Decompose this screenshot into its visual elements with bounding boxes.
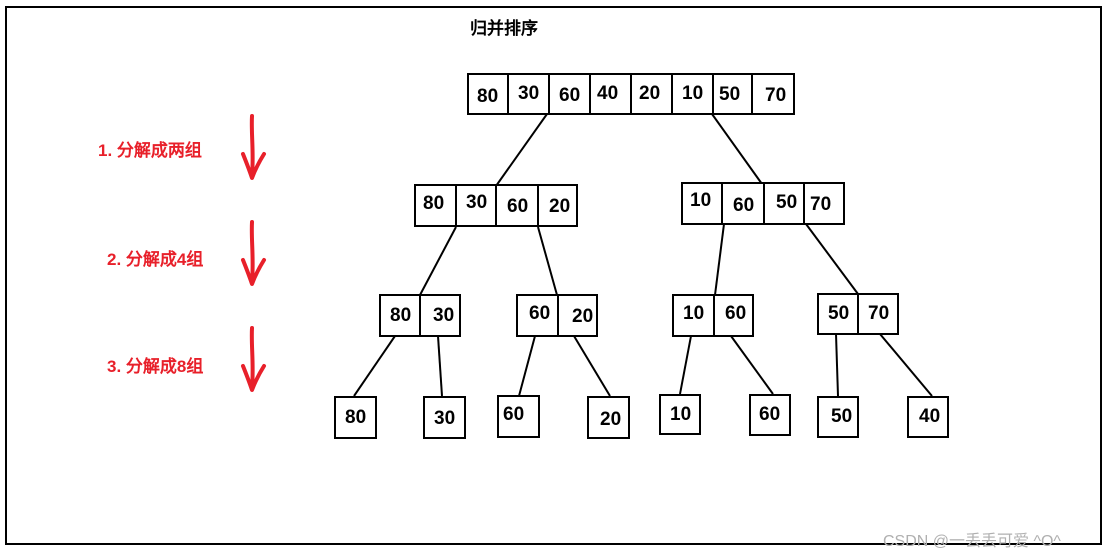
array-cell: 50 <box>831 406 853 427</box>
array-cell: 40 <box>919 406 941 427</box>
array-cell: 50 <box>719 84 741 105</box>
array-node: 60 <box>497 395 540 438</box>
cell-divider <box>712 75 714 113</box>
step-label-1: 1. 分解成两组 <box>98 141 202 160</box>
down-arrow-icon <box>241 326 266 392</box>
cell-divider <box>557 296 559 335</box>
array-cell: 20 <box>600 409 622 430</box>
array-node: 80 30 60 20 <box>414 184 578 227</box>
array-cell: 60 <box>725 303 747 324</box>
array-node: 50 <box>817 396 859 438</box>
cell-divider <box>419 296 421 335</box>
array-node: 10 60 <box>672 294 754 337</box>
cell-divider <box>548 75 550 113</box>
array-cell: 60 <box>503 404 525 425</box>
array-cell: 70 <box>810 194 832 215</box>
array-node: 20 <box>587 396 630 439</box>
array-cell: 50 <box>828 303 850 324</box>
array-cell: 60 <box>759 404 781 425</box>
array-cell: 60 <box>507 196 529 217</box>
array-cell: 10 <box>683 303 705 324</box>
array-cell: 70 <box>765 85 787 106</box>
array-cell: 30 <box>434 408 456 429</box>
array-cell: 80 <box>477 86 499 107</box>
array-node: 10 <box>659 394 701 435</box>
cell-divider <box>630 75 632 113</box>
array-node: 80 <box>334 396 377 439</box>
array-cell: 70 <box>868 303 890 324</box>
cell-divider <box>537 186 539 225</box>
cell-divider <box>751 75 753 113</box>
array-cell: 80 <box>390 305 412 326</box>
step-label-3: 3. 分解成8组 <box>107 357 204 376</box>
array-node: 30 <box>423 396 466 439</box>
array-cell: 10 <box>690 190 712 211</box>
cell-divider <box>803 184 805 223</box>
cell-divider <box>507 75 509 113</box>
cell-divider <box>857 295 859 333</box>
array-cell: 10 <box>682 83 704 104</box>
array-node: 80 30 60 40 20 10 50 70 <box>467 73 795 115</box>
watermark: CSDN @一丢丢可爱 ^O^ <box>883 533 1061 550</box>
down-arrow-icon <box>241 220 266 286</box>
step-label-2: 2. 分解成4组 <box>107 250 204 269</box>
array-cell: 40 <box>597 83 619 104</box>
array-cell: 20 <box>639 83 661 104</box>
down-arrow-icon <box>241 114 266 180</box>
array-node: 10 60 50 70 <box>681 182 845 225</box>
cell-divider <box>721 184 723 223</box>
array-cell: 80 <box>345 407 367 428</box>
array-cell: 80 <box>423 193 445 214</box>
array-cell: 50 <box>776 192 798 213</box>
array-cell: 30 <box>466 192 488 213</box>
cell-divider <box>713 296 715 335</box>
array-cell: 60 <box>529 303 551 324</box>
array-cell: 60 <box>733 195 755 216</box>
array-cell: 20 <box>549 196 571 217</box>
array-node: 40 <box>907 396 949 438</box>
array-cell: 30 <box>518 83 540 104</box>
array-cell: 60 <box>559 85 581 106</box>
cell-divider <box>763 184 765 223</box>
cell-divider <box>671 75 673 113</box>
cell-divider <box>455 186 457 225</box>
array-node: 50 70 <box>817 293 899 335</box>
array-node: 60 <box>749 394 791 436</box>
array-cell: 30 <box>433 305 455 326</box>
array-node: 60 20 <box>516 294 598 337</box>
array-node: 80 30 <box>379 294 461 337</box>
array-cell: 10 <box>670 404 692 425</box>
diagram-frame <box>5 6 1102 545</box>
array-cell: 20 <box>572 306 594 327</box>
diagram-title: 归并排序 <box>470 19 538 38</box>
cell-divider <box>495 186 497 225</box>
cell-divider <box>589 75 591 113</box>
